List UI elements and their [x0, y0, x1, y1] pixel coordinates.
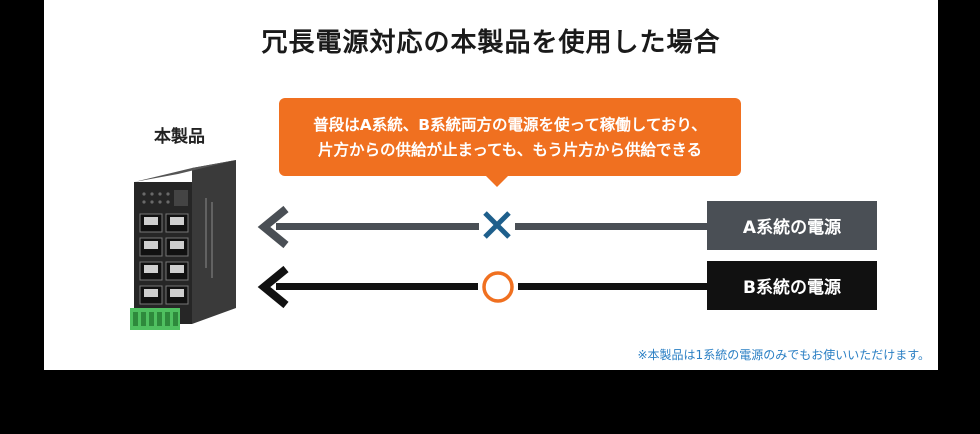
bubble-line-1: 普段はA系統、B系統両方の電源を使って稼働しており、 — [279, 113, 741, 138]
bubble-tail — [486, 176, 508, 187]
x-icon — [479, 207, 515, 243]
page-title: 冗長電源対応の本製品を使用した場合 — [44, 22, 938, 59]
arrow-b-icon — [256, 265, 296, 309]
source-a-box: A系統の電源 — [707, 201, 877, 250]
arrow-a-icon — [256, 205, 296, 249]
product-label: 本製品 — [154, 122, 205, 147]
bubble-line-2: 片方からの供給が止まっても、もう片方から供給できる — [279, 138, 741, 163]
source-b-box: B系統の電源 — [707, 261, 877, 310]
switch-device-image — [126, 158, 238, 340]
circle-icon — [478, 269, 518, 305]
diagram-panel: 冗長電源対応の本製品を使用した場合 本製品 — [44, 0, 938, 370]
footnote: ※本製品は1系統の電源のみでもお使いいただけます。 — [638, 346, 931, 363]
info-bubble: 普段はA系統、B系統両方の電源を使って稼働しており、 片方からの供給が止まっても… — [279, 98, 741, 176]
